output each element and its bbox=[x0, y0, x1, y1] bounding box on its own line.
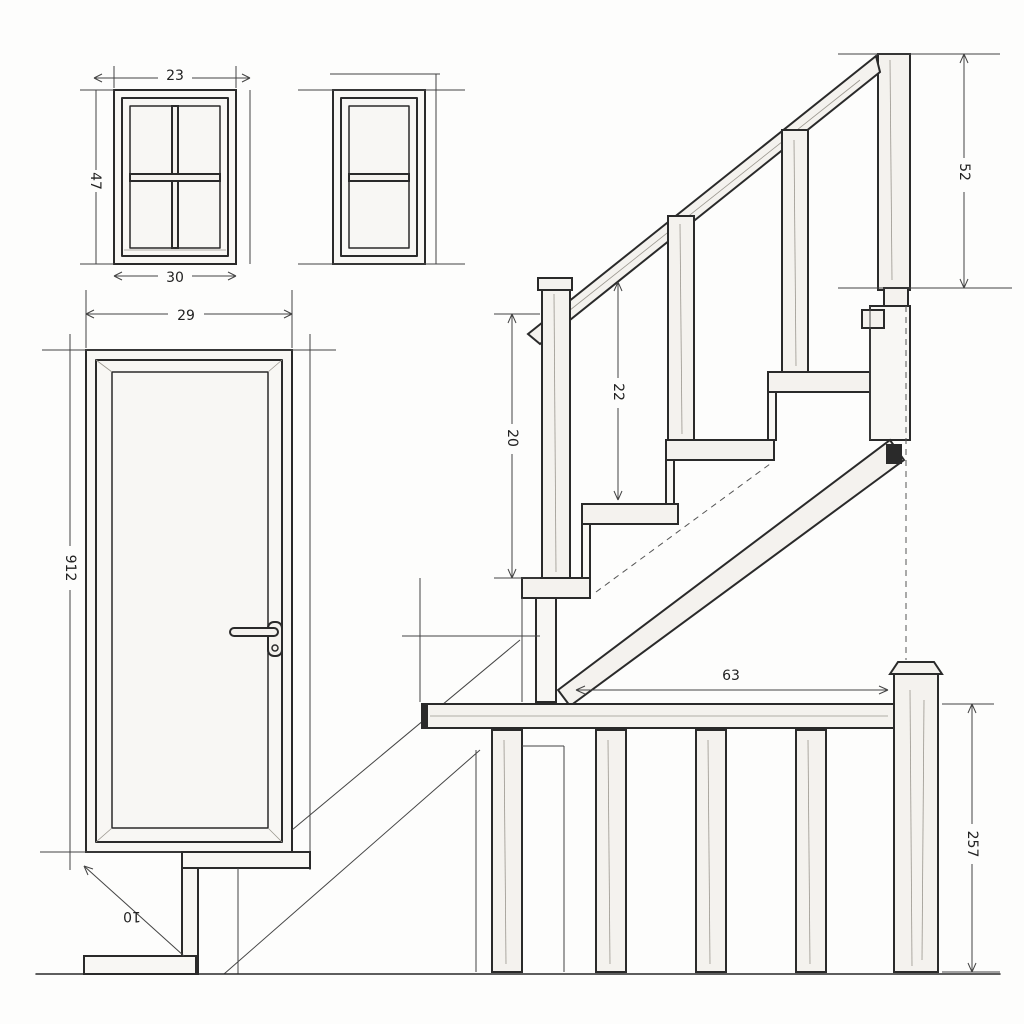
newel-height-dimension: 52 bbox=[838, 53, 1012, 289]
railing-balusters bbox=[491, 729, 827, 973]
door-width-label: 29 bbox=[177, 308, 195, 324]
stair-stringer bbox=[556, 306, 906, 708]
door bbox=[85, 349, 293, 853]
post-height-dimension: 20 bbox=[494, 313, 540, 579]
window1-height-label: 47 bbox=[87, 172, 103, 190]
door-height-dimension: 912 bbox=[40, 334, 336, 870]
window1-height-dimension: 47 bbox=[80, 89, 251, 265]
window1-width-top-dimension: 23 bbox=[93, 66, 251, 88]
window1-width-bottom-label: 30 bbox=[166, 270, 184, 286]
railing-end-post bbox=[888, 661, 944, 973]
railing-height-label: 257 bbox=[964, 831, 980, 858]
handrail bbox=[526, 54, 882, 346]
railing-height-dimension: 257 bbox=[942, 703, 1000, 973]
riser-dimension: 22 bbox=[606, 281, 630, 501]
door-height-label: 912 bbox=[62, 555, 78, 582]
newel-post-top bbox=[861, 53, 911, 660]
railing-top-rail bbox=[421, 703, 897, 729]
window-narrow bbox=[298, 73, 465, 265]
stair-balusters bbox=[667, 129, 809, 441]
post-height-label: 20 bbox=[504, 429, 520, 447]
window-four-pane bbox=[113, 89, 237, 265]
staircase: 52 22 20 bbox=[402, 53, 1012, 708]
door-width-dimension: 29 bbox=[85, 290, 293, 348]
door-handle bbox=[229, 621, 283, 657]
window1-width-top-label: 23 bbox=[166, 68, 184, 84]
stair-treads bbox=[521, 371, 871, 703]
stringer-run-label: 63 bbox=[722, 668, 740, 684]
railing: 63 257 bbox=[421, 661, 1000, 973]
door-threshold-detail: 10 bbox=[83, 639, 521, 975]
base-diagonal-label: 10 bbox=[123, 908, 141, 924]
stair-start-post bbox=[537, 277, 573, 579]
stringer-run-dimension: 63 bbox=[575, 666, 889, 695]
newel-height-label: 52 bbox=[956, 163, 972, 181]
window1-width-bottom-dimension: 30 bbox=[113, 268, 237, 286]
riser-label: 22 bbox=[610, 383, 626, 401]
